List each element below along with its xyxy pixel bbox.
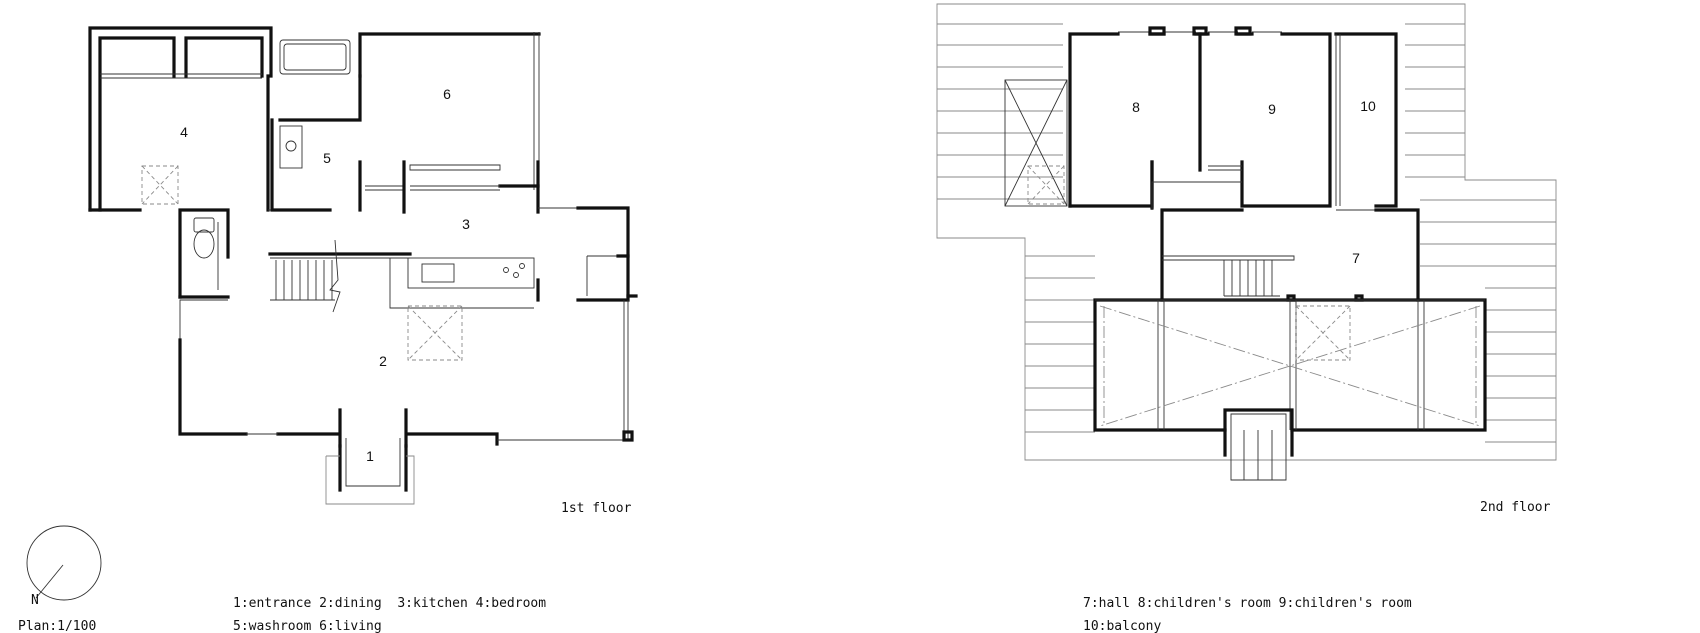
second-floor-label: 2nd floor — [1480, 500, 1551, 515]
room-number-7: 7 — [1352, 250, 1360, 266]
atrium-void — [1093, 298, 1487, 481]
first-floor-label: 1st floor — [561, 501, 632, 516]
dining-2 — [178, 299, 634, 448]
room-number-2: 2 — [379, 353, 387, 369]
room-number-4: 4 — [180, 124, 188, 140]
room-number-8: 8 — [1132, 99, 1140, 115]
north-compass: N — [26, 525, 102, 608]
room-number-3: 3 — [462, 216, 470, 232]
room-number-9: 9 — [1268, 101, 1276, 117]
room-number-10: 10 — [1360, 98, 1376, 114]
legend-second-line2: 10:balcony — [1083, 619, 1161, 633]
entrance-1 — [325, 438, 415, 505]
scale-label: Plan:1/100 — [18, 619, 96, 633]
second-floor-plan — [936, 3, 1557, 481]
room-numbers: 1 2 3 4 5 6 7 8 9 10 — [180, 86, 1376, 464]
legend-first-line2: 5:washroom 6:living — [233, 619, 382, 633]
balcony-10 — [1334, 32, 1398, 208]
bedroom-4 — [88, 26, 310, 212]
childrens-rooms — [1068, 26, 1332, 210]
kitchen-3 — [268, 206, 638, 313]
toilet — [178, 208, 230, 299]
legend-first-line1: 1:entrance 2:dining 3:kitchen 4:bedroom — [233, 596, 546, 611]
first-floor-plan — [88, 26, 638, 505]
north-label: N — [31, 593, 39, 608]
roof — [936, 3, 1557, 461]
living-6 — [358, 32, 541, 214]
washroom-5 — [270, 39, 403, 212]
hall-7 — [1151, 181, 1420, 302]
room-number-1: 1 — [366, 448, 374, 464]
legend-second-line1: 7:hall 8:children's room 9:children's ro… — [1083, 596, 1412, 611]
room-number-5: 5 — [323, 150, 331, 166]
room-number-6: 6 — [443, 86, 451, 102]
stair-void — [1004, 79, 1068, 207]
